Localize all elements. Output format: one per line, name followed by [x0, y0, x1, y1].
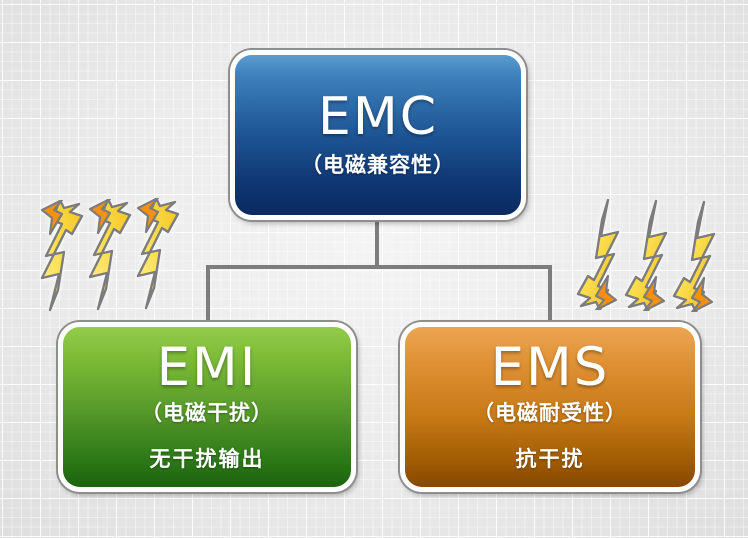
connector-branch-ems — [548, 265, 552, 327]
lightning-bolt-down-icon — [672, 200, 716, 312]
connector-horizontal-bar — [206, 265, 552, 269]
immunity-bolts-group — [568, 198, 718, 313]
emission-bolts-group — [36, 198, 186, 313]
node-ems[interactable]: EMS （电磁耐受性） 抗干扰 — [400, 322, 700, 492]
lightning-bolt-up-icon — [40, 200, 84, 312]
node-emc[interactable]: EMC （电磁兼容性） — [230, 50, 526, 220]
node-emi[interactable]: EMI （电磁干扰） 无干扰输出 — [58, 322, 356, 492]
node-emc-subtitle: （电磁兼容性） — [301, 152, 455, 177]
node-ems-caption: 抗干扰 — [515, 447, 585, 472]
node-emi-caption: 无干扰输出 — [149, 447, 265, 472]
lightning-bolt-down-icon — [624, 199, 668, 311]
connector-branch-emi — [206, 265, 210, 327]
lightning-bolt-up-icon — [88, 199, 132, 311]
node-emc-title: EMC — [317, 87, 439, 148]
node-ems-subtitle: （电磁耐受性） — [473, 401, 627, 426]
lightning-bolt-up-icon — [136, 198, 180, 310]
node-ems-title: EMS — [490, 336, 610, 398]
node-emi-subtitle: （电磁干扰） — [141, 401, 273, 426]
connector-emc-stem — [375, 216, 379, 268]
node-emi-title: EMI — [156, 336, 258, 398]
lightning-bolt-down-icon — [576, 198, 620, 310]
